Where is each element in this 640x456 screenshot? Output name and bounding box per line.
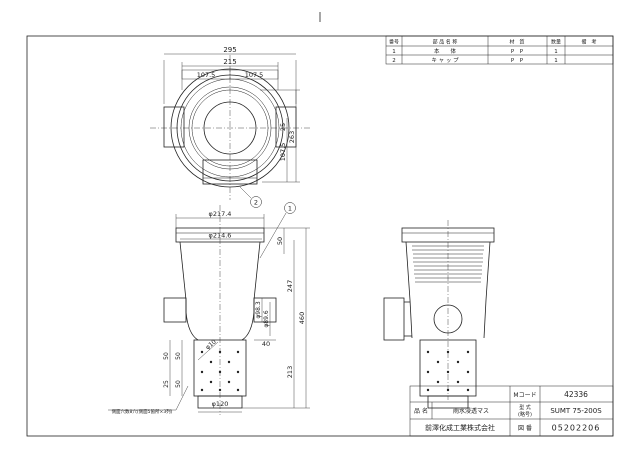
parts-row-material: P P (511, 49, 524, 55)
dim-215: 215 (223, 58, 236, 66)
parts-row-material: P P (511, 58, 524, 64)
balloon-1 (284, 202, 296, 214)
drawing-border (26, 35, 614, 437)
dim-left-50-a: 50 (163, 352, 170, 360)
note-side-holes: 側面穴数8穴(側面5箇所×3列) (112, 408, 173, 415)
dim-dia-120: φ120 (212, 400, 229, 408)
drawing-no-value: 05202206 (552, 424, 601, 433)
m-code-label: Mコード (513, 392, 536, 399)
title-block: Mコード 42336 品 名 雨水浸透マス 型 式 (略号) SUMT 75-2… (409, 385, 614, 437)
parts-row-name: 本 体 (434, 47, 457, 55)
dim-left-50-b: 50 (175, 352, 182, 360)
parts-row-name: キ ャ ッ プ (431, 57, 459, 64)
dim-247: 247 (286, 280, 294, 292)
side-view (383, 220, 495, 409)
dim-25: 25 (279, 123, 287, 131)
m-code-value: 42336 (564, 390, 588, 399)
parts-row-no: 1 (392, 49, 396, 55)
parts-header-material: 材 質 (509, 39, 524, 46)
dim-263: 263 (288, 131, 296, 143)
model-label-abbr: (略号) (518, 411, 532, 418)
balloon-2 (250, 196, 262, 208)
parts-row-no: 2 (392, 58, 396, 64)
dim-dia-214-6: φ214.6 (209, 232, 232, 240)
dim-213: 213 (286, 366, 294, 378)
dim-460: 460 (298, 312, 306, 324)
company-name: 前澤化成工業株式会社 (425, 423, 495, 432)
parts-row-qty: 1 (554, 49, 558, 55)
parts-table: 番号 部 品 名 称 材 質 数量 備 考 1 本 体 P P 1 2 キ ャ … (385, 35, 614, 65)
balloon-2-label: 2 (254, 199, 258, 207)
dim-left-50-c: 50 (175, 380, 182, 388)
dim-front-40: 40 (262, 340, 270, 348)
model-label: 型 式 (519, 404, 531, 411)
parts-header-name: 部 品 名 称 (433, 39, 458, 46)
dim-dia-217-4: φ217.4 (209, 210, 232, 218)
dim-107-5-right: 107.5 (245, 71, 264, 79)
dim-dia-89-6: φ89.6 (263, 310, 270, 328)
balloon-1-label: 1 (288, 205, 292, 213)
name-value: 雨水浸透マス (453, 407, 489, 415)
dim-107-5-left: 107.5 (197, 71, 216, 79)
dim-295: 295 (223, 46, 236, 54)
dim-dia-98-3: φ98.3 (255, 301, 262, 319)
front-view: φ217.4 φ214.6 50 247 460 213 φ98.3 φ89.6… (108, 202, 310, 415)
dim-front-50: 50 (276, 237, 284, 245)
top-view: 295 215 107.5 107.5 263 25 107.5 2 (150, 46, 310, 208)
dim-left-25: 25 (163, 380, 170, 388)
parts-header-remarks: 備 考 (581, 39, 596, 46)
drawing-no-label: 図 番 (518, 425, 532, 432)
parts-header-no: 番号 (389, 39, 399, 46)
dim-107-5: 107.5 (279, 143, 287, 162)
parts-header-qty: 数量 (551, 39, 561, 46)
parts-row-qty: 1 (554, 58, 558, 64)
name-label: 品 名 (414, 407, 428, 415)
model-value: SUMT 75-200S (550, 407, 602, 415)
